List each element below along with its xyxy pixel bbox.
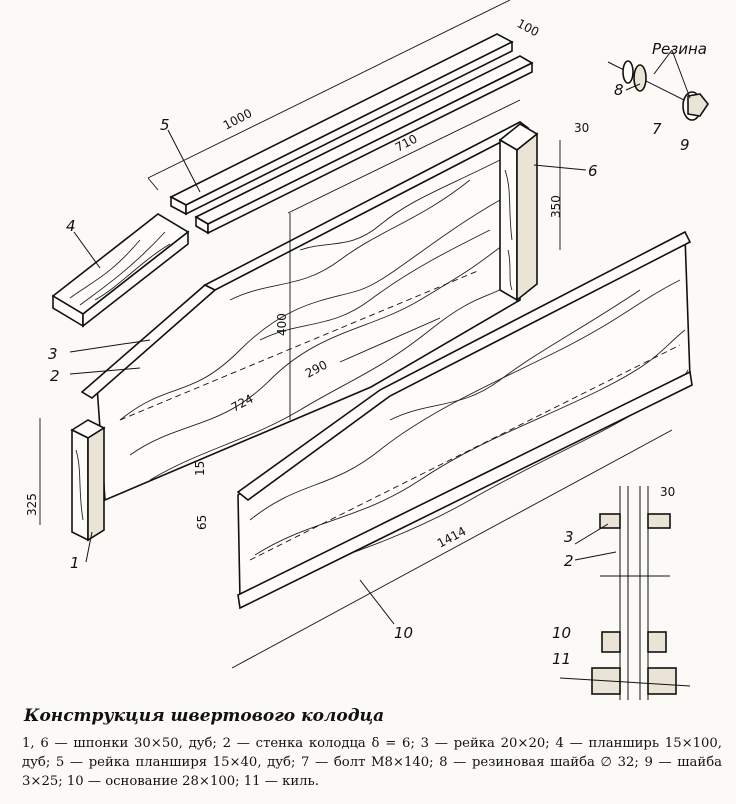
- figure-caption: Конструкция швертового колодца 1, 6 — шп…: [22, 706, 722, 791]
- dim-15: 15: [193, 461, 207, 476]
- key-6: [498, 123, 539, 302]
- dim-30-top: 30: [574, 121, 589, 135]
- label-5: 5: [160, 116, 170, 134]
- leader-lines: [69, 49, 691, 625]
- label-11-section: 11: [552, 650, 571, 668]
- label-6: 6: [588, 162, 598, 180]
- label-4: 4: [66, 217, 76, 235]
- rail-5: [169, 33, 534, 235]
- gunwale-4: [51, 213, 190, 328]
- label-1: 1: [70, 554, 80, 572]
- key-1: [70, 419, 106, 542]
- label-2: 2: [50, 367, 60, 385]
- dim-350: 350: [549, 195, 563, 218]
- centerboard-trunk-diagram: 3 2 4 5 6 1 10 8 7 9 Резина 3 2 10 11 10…: [25, 0, 709, 700]
- dim-100: 100: [515, 16, 542, 39]
- label-7: 7: [652, 120, 662, 138]
- label-9: 9: [680, 136, 690, 154]
- bolt-assembly: [607, 60, 709, 121]
- base-rail: [236, 230, 693, 610]
- dim-1414: 1414: [435, 524, 469, 551]
- dimension-lines: [39, 0, 673, 669]
- part-labels: 3 2 4 5 6 1 10 8 7 9 Резина 3 2 10 11: [48, 40, 707, 668]
- section-detail: [559, 486, 691, 700]
- caption-title: Конструкция швертового колодца: [24, 706, 385, 726]
- label-3-section: 3: [564, 528, 574, 546]
- label-10-section: 10: [552, 624, 571, 642]
- label-2-section: 2: [564, 552, 574, 570]
- label-8: 8: [614, 81, 624, 99]
- label-3: 3: [48, 345, 58, 363]
- label-rubber: Резина: [652, 40, 707, 58]
- caption-legend: 1, 6 — шпонки 30×50, дуб; 2 — стенка кол…: [22, 736, 722, 789]
- trunk-wall-2: [96, 124, 521, 502]
- dim-400: 400: [275, 313, 289, 336]
- dim-325: 325: [25, 493, 39, 516]
- dim-65: 65: [195, 515, 209, 530]
- label-10: 10: [394, 624, 413, 642]
- dim-30-section: 30: [660, 485, 675, 499]
